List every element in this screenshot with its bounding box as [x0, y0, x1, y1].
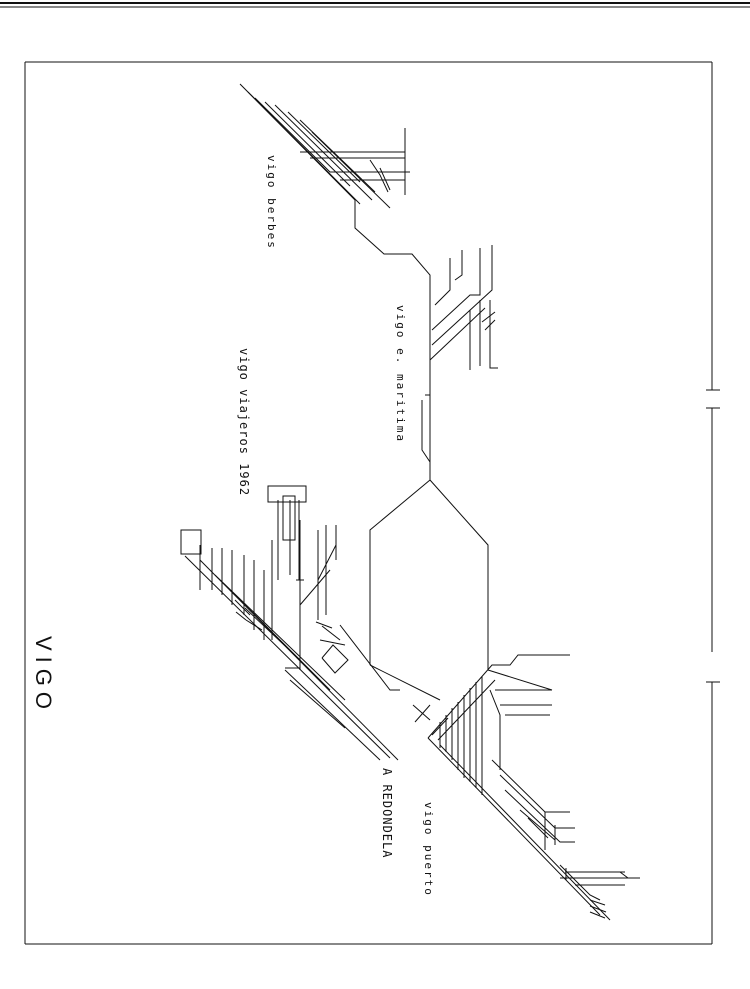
station-label-puerto: vigo puerto [422, 802, 435, 897]
title-text: VIGO [31, 636, 56, 715]
station-label-maritima: vigo e. maritima [394, 305, 407, 443]
page-frame [24, 61, 720, 945]
diagram-labels: VIGO vigo berbes vigo e. maritima vigo v… [31, 155, 435, 897]
station-label-berbes: vigo berbes [265, 155, 278, 250]
station-label-viajeros: vigo viajeros 1962 [237, 348, 251, 496]
top-rule [0, 2, 750, 8]
track-network [180, 83, 640, 921]
exit-label-redondela: A REDONDELA [380, 768, 394, 858]
